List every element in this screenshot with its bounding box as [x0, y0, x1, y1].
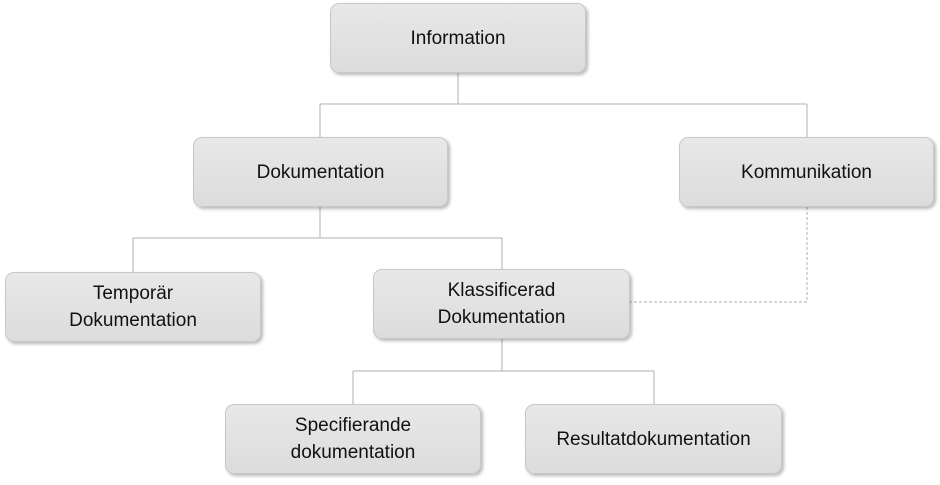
node-temporar-dokumentation: Temporär Dokumentation: [5, 272, 261, 342]
dashed-connector-kommunikation-klassificerad: [630, 207, 808, 303]
node-specifierande-dokumentation: Specifierande dokumentation: [225, 404, 481, 474]
node-resultatdokumentation: Resultatdokumentation: [525, 404, 782, 474]
node-dokumentation: Dokumentation: [193, 137, 448, 207]
node-kommunikation: Kommunikation: [679, 137, 934, 207]
node-klassificerad-dokumentation: Klassificerad Dokumentation: [373, 269, 630, 339]
node-information: Information: [330, 3, 586, 73]
